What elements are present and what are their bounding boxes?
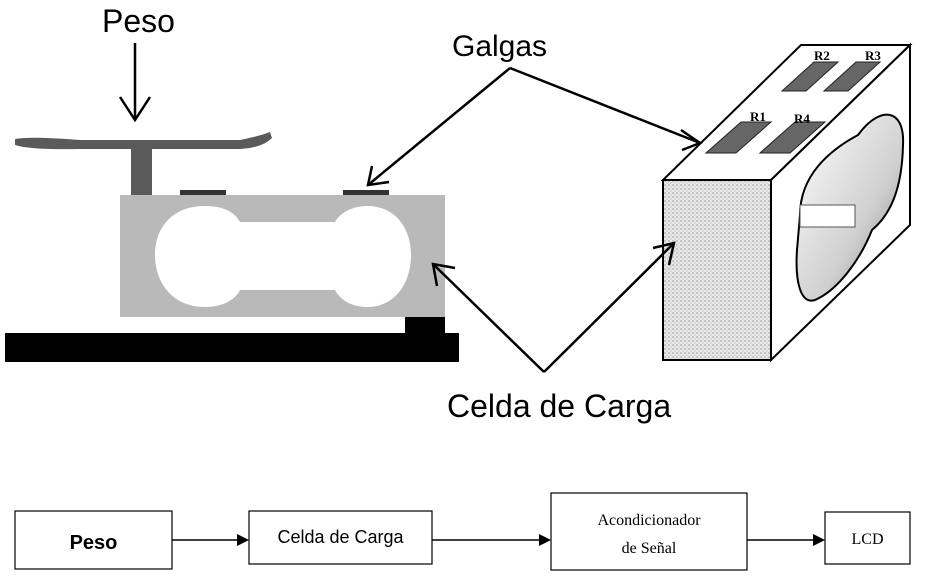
weighing-platform xyxy=(15,132,272,150)
platform-stem xyxy=(131,146,152,195)
peso-label: Peso xyxy=(102,3,175,39)
flow-box-lcd-label: LCD xyxy=(852,531,884,548)
flow-box-acondicionador xyxy=(550,492,748,571)
gauge-r4 xyxy=(758,121,827,154)
flow-box-celda xyxy=(248,510,433,565)
flow-diagram: Peso Celda de Carga Acondicionador de Se… xyxy=(14,492,911,571)
gauge-r2 xyxy=(780,61,840,92)
block-front-face xyxy=(662,179,772,361)
gauge-r1 xyxy=(704,121,773,154)
gauge-r3-label: R3 xyxy=(865,48,881,63)
cell-hole xyxy=(155,206,411,307)
gauge-right xyxy=(343,190,389,195)
mount-block xyxy=(405,317,445,335)
hole-bridge xyxy=(799,204,856,228)
celda-label: Celda de Carga xyxy=(447,388,671,424)
flow-box-acondicionador-line2: de Señal xyxy=(622,540,677,557)
gauge-r4-label: R4 xyxy=(794,111,810,126)
flow-box-celda-label: Celda de Carga xyxy=(277,527,404,547)
flow-box-acondicionador-line1: Acondicionador xyxy=(597,512,701,529)
iso-load-cell: R1 R4 R2 R3 xyxy=(660,42,913,363)
flow-box-peso xyxy=(14,510,173,570)
side-load-cell xyxy=(5,132,459,362)
gauge-r2-label: R2 xyxy=(814,48,830,63)
galgas-label: Galgas xyxy=(452,30,547,63)
flow-box-peso-label: Peso xyxy=(70,532,118,554)
peso-arrow xyxy=(118,43,152,123)
base-bar xyxy=(5,333,459,362)
celda-arrows xyxy=(431,241,676,373)
gauge-r1-label: R1 xyxy=(750,109,766,124)
galgas-arrows xyxy=(366,66,703,187)
flow-box-lcd xyxy=(824,511,911,565)
gauge-left xyxy=(180,190,226,195)
gauge-r3 xyxy=(822,61,882,92)
